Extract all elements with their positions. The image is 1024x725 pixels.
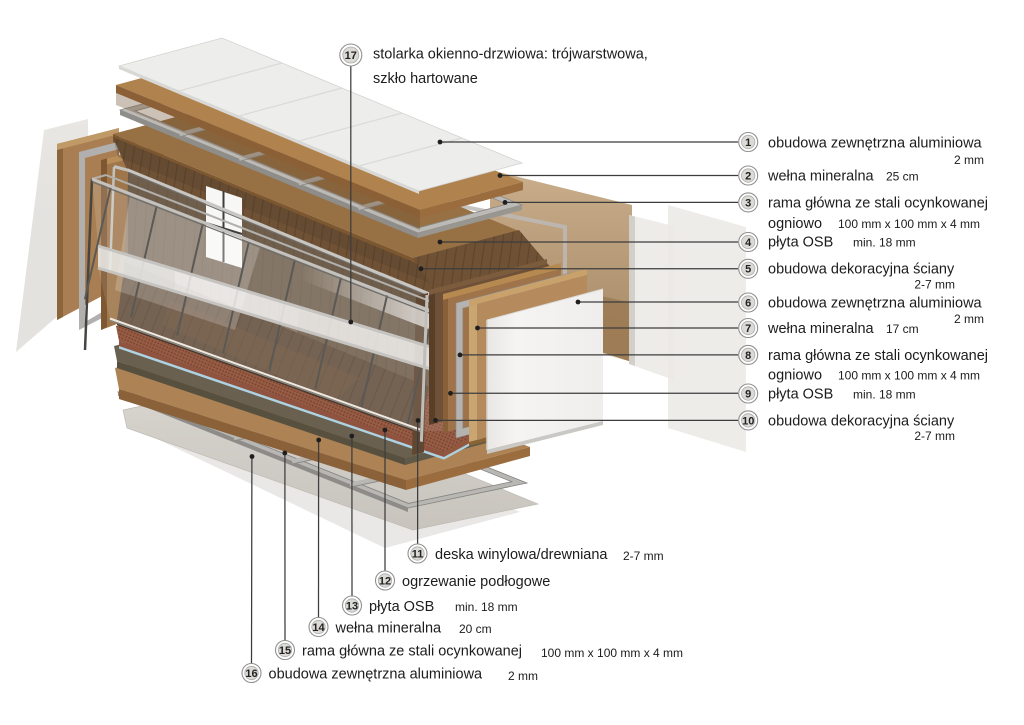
svg-text:rama główna ze stali ocynkowan: rama główna ze stali ocynkowanej <box>768 195 988 211</box>
svg-text:stolarka okienno-drzwiowa: tró: stolarka okienno-drzwiowa: trójwarstwowa… <box>373 47 648 63</box>
svg-text:7: 7 <box>745 323 751 335</box>
svg-text:13: 13 <box>346 600 358 612</box>
svg-text:ogniowo: ogniowo <box>768 367 822 383</box>
svg-text:płyta OSB: płyta OSB <box>768 235 833 251</box>
svg-text:deska winylowa/drewniana: deska winylowa/drewniana <box>435 547 608 563</box>
svg-text:4: 4 <box>745 237 752 249</box>
svg-text:100 mm x 100 mm x 4 mm: 100 mm x 100 mm x 4 mm <box>838 368 980 382</box>
svg-text:3: 3 <box>745 197 751 209</box>
svg-text:obudowa zewnętrzna aluminiowa: obudowa zewnętrzna aluminiowa <box>269 667 484 683</box>
svg-text:25 cm: 25 cm <box>886 170 919 184</box>
svg-text:ogniowo: ogniowo <box>768 216 822 232</box>
svg-text:obudowa zewnętrzna aluminiowa: obudowa zewnętrzna aluminiowa <box>768 136 983 152</box>
svg-text:wełna mineralna: wełna mineralna <box>767 321 875 337</box>
svg-text:12: 12 <box>379 575 391 587</box>
svg-text:szkło hartowane: szkło hartowane <box>373 71 478 87</box>
svg-text:2-7 mm: 2-7 mm <box>623 549 664 563</box>
svg-text:płyta OSB: płyta OSB <box>768 387 833 403</box>
svg-text:rama główna ze stali ocynkowan: rama główna ze stali ocynkowanej <box>768 348 988 364</box>
svg-text:obudowa dekoracyjna ściany: obudowa dekoracyjna ściany <box>768 261 955 277</box>
svg-text:min. 18 mm: min. 18 mm <box>853 236 916 250</box>
svg-text:16: 16 <box>245 668 257 680</box>
svg-text:1: 1 <box>745 137 751 149</box>
svg-text:100 mm x 100 mm x 4 mm: 100 mm x 100 mm x 4 mm <box>838 217 980 231</box>
svg-text:11: 11 <box>412 548 424 560</box>
svg-text:rama główna ze stali ocynkowan: rama główna ze stali ocynkowanej <box>302 644 522 660</box>
svg-text:6: 6 <box>745 297 751 309</box>
svg-text:2: 2 <box>745 170 751 182</box>
svg-text:2-7 mm: 2-7 mm <box>914 429 955 443</box>
svg-text:2 mm: 2 mm <box>508 669 538 683</box>
svg-text:wełna mineralna: wełna mineralna <box>767 169 875 185</box>
svg-text:10: 10 <box>742 415 754 427</box>
svg-text:15: 15 <box>279 645 291 657</box>
svg-text:100 mm x 100 mm x 4 mm: 100 mm x 100 mm x 4 mm <box>541 646 683 660</box>
svg-text:obudowa zewnętrzna aluminiowa: obudowa zewnętrzna aluminiowa <box>768 296 983 312</box>
svg-text:obudowa dekoracyjna ściany: obudowa dekoracyjna ściany <box>768 413 955 429</box>
svg-text:2-7 mm: 2-7 mm <box>914 278 955 292</box>
svg-text:płyta OSB: płyta OSB <box>369 599 434 615</box>
svg-text:min. 18 mm: min. 18 mm <box>455 600 518 614</box>
svg-text:5: 5 <box>745 264 751 276</box>
svg-text:ogrzewanie podłogowe: ogrzewanie podłogowe <box>402 574 550 590</box>
svg-text:14: 14 <box>312 622 325 634</box>
svg-text:9: 9 <box>745 388 751 400</box>
svg-text:min. 18 mm: min. 18 mm <box>853 388 916 402</box>
svg-text:2 mm: 2 mm <box>954 153 984 167</box>
svg-text:2 mm: 2 mm <box>954 312 984 326</box>
svg-text:8: 8 <box>745 350 751 362</box>
svg-text:wełna mineralna: wełna mineralna <box>335 621 443 637</box>
svg-text:17: 17 <box>345 50 357 62</box>
svg-text:17 cm: 17 cm <box>886 322 919 336</box>
svg-text:20 cm: 20 cm <box>459 622 492 636</box>
